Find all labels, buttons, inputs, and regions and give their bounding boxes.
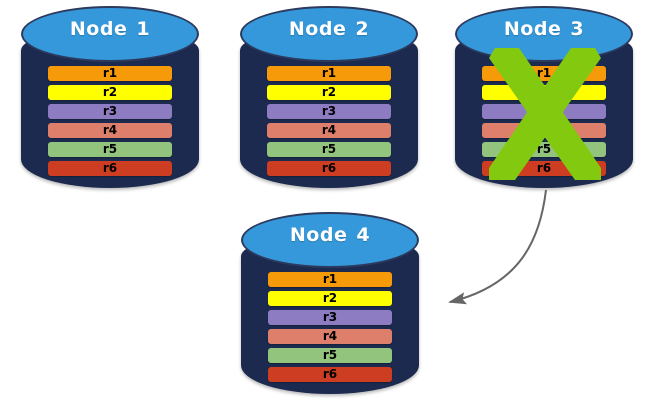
record-list-1: r1 r2 r3 r4 r5 r6: [48, 66, 172, 176]
record-row[interactable]: r4: [267, 123, 391, 138]
record-row[interactable]: r6: [267, 161, 391, 176]
record-row[interactable]: r4: [482, 123, 606, 138]
node-cylinder-3[interactable]: Node 3 r1 r2 r3 r4 r5 r6: [455, 6, 633, 188]
node-name-text: Node: [288, 18, 347, 40]
record-row[interactable]: r1: [48, 66, 172, 81]
record-row[interactable]: r2: [267, 85, 391, 100]
record-row[interactable]: r6: [48, 161, 172, 176]
record-row[interactable]: r5: [482, 142, 606, 157]
record-row[interactable]: r2: [482, 85, 606, 100]
node-cylinder-2[interactable]: Node 2 r1 r2 r3 r4 r5 r6: [240, 6, 418, 188]
record-row[interactable]: r3: [482, 104, 606, 119]
record-row[interactable]: r1: [482, 66, 606, 81]
record-list-4: r1 r2 r3 r4 r5 r6: [268, 272, 392, 382]
node-number-text: 4: [356, 224, 371, 246]
record-list-2: r1 r2 r3 r4 r5 r6: [267, 66, 391, 176]
node-cylinder-4[interactable]: Node 4 r1 r2 r3 r4 r5 r6: [241, 212, 419, 394]
record-row[interactable]: r2: [268, 291, 392, 306]
node-number-text: 3: [570, 18, 585, 40]
node-number-text: 1: [136, 18, 151, 40]
record-row[interactable]: r6: [482, 161, 606, 176]
record-row[interactable]: r1: [267, 66, 391, 81]
node-title-1: Node 1: [21, 18, 199, 40]
node-name-text: Node: [69, 18, 128, 40]
record-row[interactable]: r6: [268, 367, 392, 382]
record-row[interactable]: r4: [48, 123, 172, 138]
node-name-text: Node: [289, 224, 348, 246]
record-row[interactable]: r1: [268, 272, 392, 287]
record-row[interactable]: r5: [267, 142, 391, 157]
record-row[interactable]: r3: [48, 104, 172, 119]
node-title-4: Node 4: [241, 224, 419, 246]
record-row[interactable]: r5: [268, 348, 392, 363]
cylinder-top-ellipse: [21, 6, 199, 62]
record-row[interactable]: r3: [267, 104, 391, 119]
node-title-2: Node 2: [240, 18, 418, 40]
record-row[interactable]: r2: [48, 85, 172, 100]
cylinder-top-ellipse: [241, 212, 419, 268]
node-title-3: Node 3: [455, 18, 633, 40]
node-number-text: 2: [355, 18, 370, 40]
record-row[interactable]: r3: [268, 310, 392, 325]
node-cylinder-1[interactable]: Node 1 r1 r2 r3 r4 r5 r6: [21, 6, 199, 188]
record-row[interactable]: r4: [268, 329, 392, 344]
node-name-text: Node: [503, 18, 562, 40]
record-row[interactable]: r5: [48, 142, 172, 157]
record-list-3: r1 r2 r3 r4 r5 r6: [482, 66, 606, 176]
cylinder-top-ellipse: [240, 6, 418, 62]
